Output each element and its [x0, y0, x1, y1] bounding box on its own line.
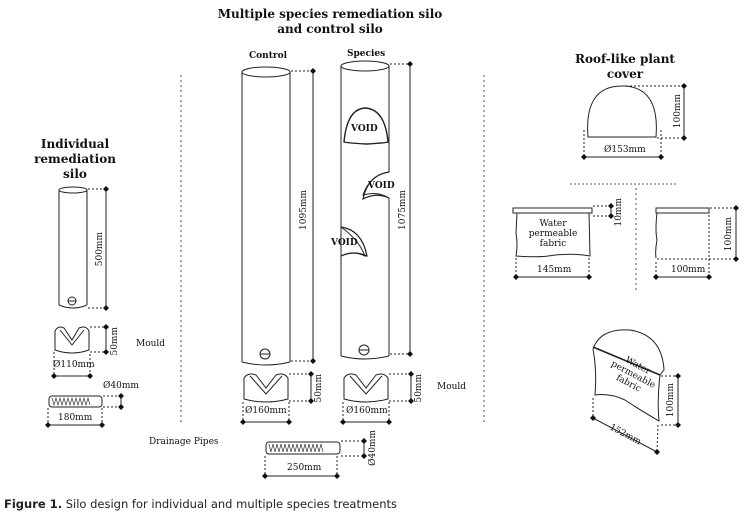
drainage-pipes-label: Drainage Pipes	[149, 437, 219, 447]
figure-caption: Figure 1. Silo design for individual and…	[4, 497, 397, 511]
title-individual-line2: silo	[63, 167, 87, 181]
figure-caption-text: Silo design for individual and multiple …	[62, 497, 398, 511]
title-individual-line1: Individual remediation	[34, 137, 116, 166]
void-label-middle: VOID	[368, 181, 395, 191]
individual-silo-height-dimension	[88, 188, 106, 309]
void-label-top: VOID	[351, 124, 378, 134]
individual-mould	[54, 326, 90, 354]
side-width-label: 100mm	[671, 265, 706, 275]
multiple-pipe-diameter-label: Ø40mm	[368, 430, 378, 466]
side-height-label: 100mm	[724, 217, 734, 252]
void-bottom	[340, 226, 368, 258]
iso-height-label: 100mm	[666, 383, 676, 418]
control-mould-height-label: 50mm	[314, 374, 324, 403]
roof-cover-dome	[587, 85, 657, 138]
roof-cover-height-label: 100mm	[673, 94, 683, 129]
individual-pipe-diameter-label: Ø40mm	[103, 381, 139, 391]
species-silo-tube	[340, 60, 390, 360]
species-label: Species	[347, 49, 386, 59]
title-multiple-line2: and control silo	[277, 22, 383, 36]
species-mould-diameter-label: Ø160mm	[346, 406, 388, 416]
individual-pipe-length-label: 180mm	[58, 413, 93, 423]
roof-cover-diameter-label: Ø153mm	[604, 145, 646, 155]
figure-caption-label: Figure 1.	[4, 497, 63, 511]
roof-fabric-front	[512, 207, 593, 258]
control-label: Control	[249, 51, 288, 61]
individual-drainage-pipe	[48, 395, 103, 408]
fabric-front-label-line3: fabric	[539, 239, 567, 249]
control-mould-diameter-label: Ø160mm	[245, 406, 287, 416]
multiple-drainage-pipe	[265, 441, 341, 455]
control-mould	[243, 373, 289, 403]
void-top	[343, 107, 389, 145]
control-height-label: 1095mm	[299, 190, 309, 230]
fabric-front-label-line1: Water	[539, 219, 567, 229]
title-roof: Roof-like plant cover	[575, 52, 675, 81]
title-multiple: Multiple species remediation silo and co…	[195, 7, 465, 37]
title-individual: Individual remediation silo	[0, 137, 150, 182]
title-multiple-line1: Multiple species remediation silo	[217, 7, 443, 21]
roof-fabric-side	[655, 207, 710, 259]
fabric-width-label: 145mm	[537, 265, 572, 275]
fabric-front-label-line2: permeable	[528, 229, 578, 239]
individual-mould-height-label: 50mm	[110, 327, 120, 356]
individual-silo-tube	[58, 186, 88, 309]
individual-silo-height-label: 500mm	[95, 232, 105, 267]
multiple-mould-label: Mould	[437, 382, 467, 392]
void-middle	[362, 171, 390, 201]
individual-mould-diameter-label: Ø110mm	[53, 360, 95, 370]
individual-mould-label: Mould	[136, 339, 166, 349]
roof-cover-isometric	[592, 329, 665, 422]
species-height-label: 1075mm	[398, 190, 408, 230]
species-mould	[343, 373, 389, 403]
control-silo-tube	[241, 66, 291, 366]
rim-height-label: 10mm	[614, 198, 624, 227]
void-label-bottom: VOID	[331, 238, 358, 248]
species-mould-height-label: 50mm	[414, 374, 424, 403]
fabric-front-label: Water permeable fabric	[520, 219, 586, 249]
multiple-pipe-length-label: 250mm	[287, 463, 322, 473]
